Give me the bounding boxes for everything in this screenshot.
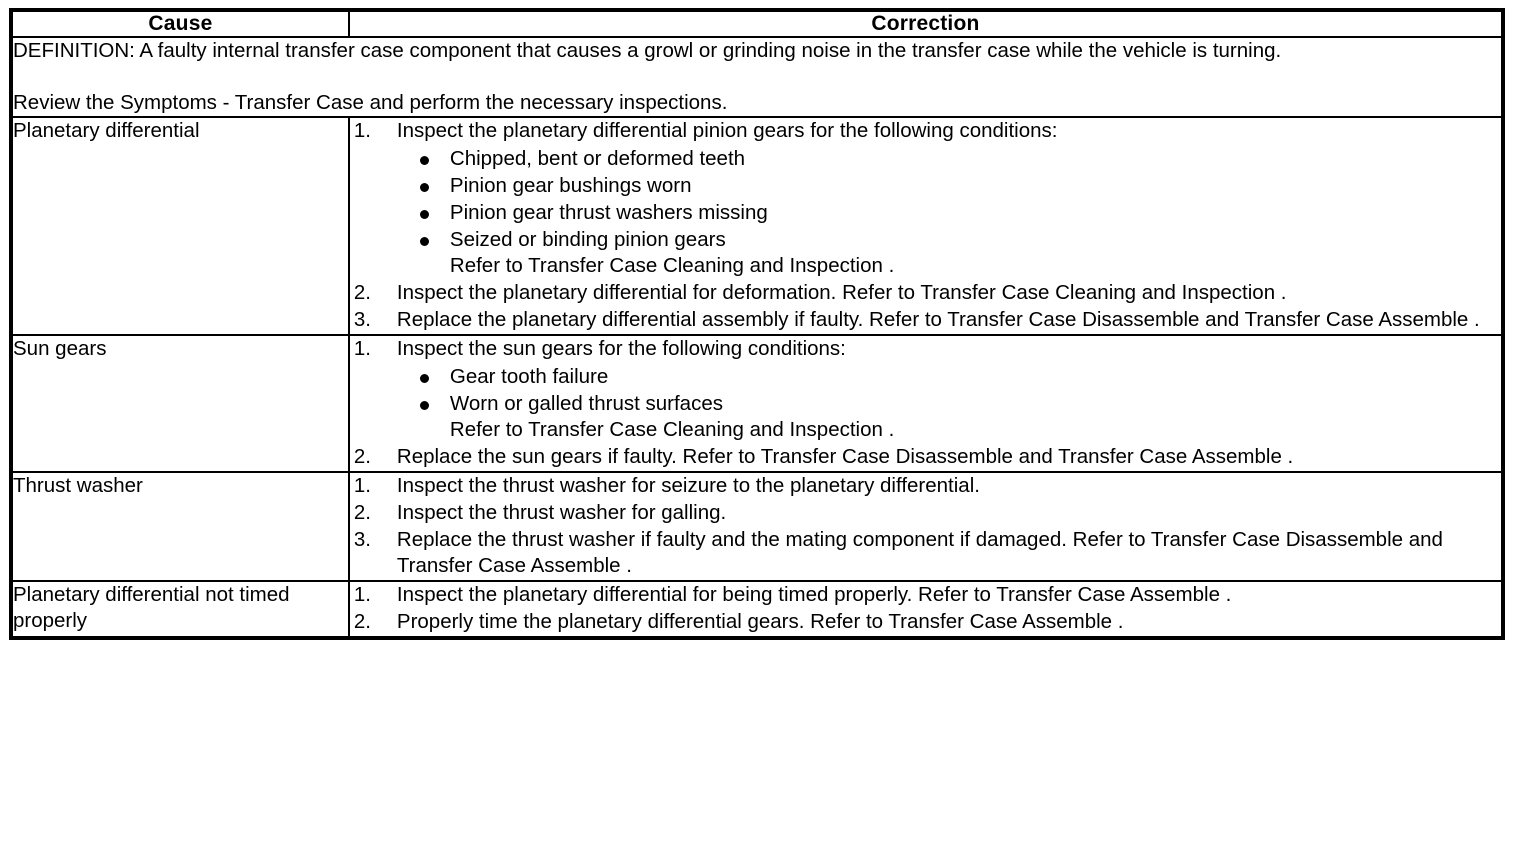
list-item: Gear tooth failure (397, 364, 1501, 390)
definition-row: DEFINITION: A faulty internal transfer c… (10, 36, 1504, 118)
correction-step-list: 1. Inspect the thrust washer for seizure… (350, 473, 1501, 579)
step-text: Inspect the planetary differential for b… (396, 583, 1232, 606)
bullet-dot-icon (419, 401, 429, 410)
step-text: Inspect the sun gears for the following … (396, 337, 846, 360)
cause-label: Planetary differential (13, 119, 200, 142)
correction-step: 1. Inspect the sun gears for the followi… (350, 336, 1501, 443)
condition-text: Chipped, bent or deformed teeth (449, 147, 746, 170)
condition-reference-note: Refer to Transfer Case Cleaning and Insp… (449, 418, 895, 441)
step-number: 2. (353, 445, 371, 468)
table-header-row: Cause Correction (10, 9, 1505, 38)
correction-step: 1. Inspect the thrust washer for seizure… (350, 473, 1501, 499)
step-number: 1. (353, 119, 371, 142)
list-item: Worn or galled thrust surfaces Refer to … (397, 391, 1501, 443)
diagnostic-table: Cause Correction DEFINITION: A faulty in… (9, 8, 1505, 640)
correction-cell: 1. Inspect the planetary differential pi… (347, 116, 1505, 336)
bullet-dot-icon (419, 183, 429, 192)
step-number: 2. (353, 610, 371, 633)
cause-cell: Thrust washer (10, 471, 350, 582)
cause-label: Thrust washer (13, 474, 143, 497)
correction-step: 2. Inspect the planetary differential fo… (350, 280, 1501, 306)
correction-cell: 1. Inspect the sun gears for the followi… (347, 334, 1505, 473)
correction-step-list: 1. Inspect the planetary differential pi… (350, 118, 1501, 333)
condition-list: Gear tooth failure Worn or galled thrust… (397, 364, 1501, 443)
cause-label: Sun gears (13, 337, 107, 360)
list-item: Pinion gear thrust washers missing (397, 200, 1501, 226)
list-item: Pinion gear bushings worn (397, 173, 1501, 199)
column-header-cause: Cause (10, 9, 350, 38)
definition-text: DEFINITION: A faulty internal transfer c… (13, 39, 1282, 62)
cause-cell: Sun gears (10, 334, 350, 473)
step-number: 2. (353, 501, 371, 524)
step-text: Inspect the planetary differential pinio… (396, 119, 1058, 142)
step-text: Inspect the thrust washer for seizure to… (396, 474, 980, 497)
correction-step: 3. Replace the planetary differential as… (350, 307, 1501, 333)
step-number: 3. (353, 528, 371, 551)
bullet-dot-icon (419, 156, 429, 165)
correction-step: 3. Replace the thrust washer if faulty a… (350, 527, 1501, 579)
correction-step: 1. Inspect the planetary differential pi… (350, 118, 1501, 279)
table-row: Planetary differential not timed properl… (10, 580, 1505, 639)
step-text: Replace the sun gears if faulty. Refer t… (396, 445, 1294, 468)
step-text: Replace the thrust washer if faulty and … (396, 528, 1443, 577)
step-number: 1. (353, 474, 371, 497)
correction-cell: 1. Inspect the thrust washer for seizure… (347, 471, 1505, 582)
column-header-correction: Correction (347, 9, 1505, 38)
table-row: Sun gears 1. Inspect the sun gears for t… (10, 334, 1505, 473)
bullet-dot-icon (419, 374, 429, 383)
bullet-dot-icon (419, 237, 429, 246)
step-text: Replace the planetary differential assem… (396, 308, 1480, 331)
condition-text: Seized or binding pinion gears (449, 228, 726, 251)
condition-text: Worn or galled thrust surfaces (449, 392, 723, 415)
condition-text: Pinion gear bushings worn (449, 174, 692, 197)
cause-cell: Planetary differential not timed properl… (10, 580, 350, 639)
correction-cell: 1. Inspect the planetary differential fo… (347, 580, 1505, 639)
step-number: 2. (353, 281, 371, 304)
definition-review-text: Review the Symptoms - Transfer Case and … (13, 91, 728, 114)
step-text: Properly time the planetary differential… (396, 610, 1124, 633)
step-number: 1. (353, 337, 371, 360)
step-text: Inspect the thrust washer for galling. (396, 501, 727, 524)
definition-cell: DEFINITION: A faulty internal transfer c… (10, 36, 1504, 118)
condition-list: Chipped, bent or deformed teeth Pinion g… (397, 146, 1501, 279)
condition-text: Gear tooth failure (449, 365, 609, 388)
correction-step: 2. Replace the sun gears if faulty. Refe… (350, 444, 1501, 470)
correction-step-list: 1. Inspect the planetary differential fo… (350, 582, 1501, 635)
cause-cell: Planetary differential (10, 116, 350, 336)
step-text: Inspect the planetary differential for d… (396, 281, 1287, 304)
correction-step: 2. Inspect the thrust washer for galling… (350, 500, 1501, 526)
table-row: Planetary differential 1. Inspect the pl… (10, 116, 1505, 336)
list-item: Seized or binding pinion gears Refer to … (397, 227, 1501, 279)
step-number: 3. (353, 308, 371, 331)
correction-step: 1. Inspect the planetary differential fo… (350, 582, 1501, 608)
list-item: Chipped, bent or deformed teeth (397, 146, 1501, 172)
table-row: Thrust washer 1. Inspect the thrust wash… (10, 471, 1505, 582)
correction-step: 2. Properly time the planetary different… (350, 609, 1501, 635)
bullet-dot-icon (419, 210, 429, 219)
condition-reference-note: Refer to Transfer Case Cleaning and Insp… (449, 254, 895, 277)
cause-label: Planetary differential not timed properl… (13, 583, 290, 632)
step-number: 1. (353, 583, 371, 606)
correction-step-list: 1. Inspect the sun gears for the followi… (350, 336, 1501, 470)
condition-text: Pinion gear thrust washers missing (449, 201, 768, 224)
